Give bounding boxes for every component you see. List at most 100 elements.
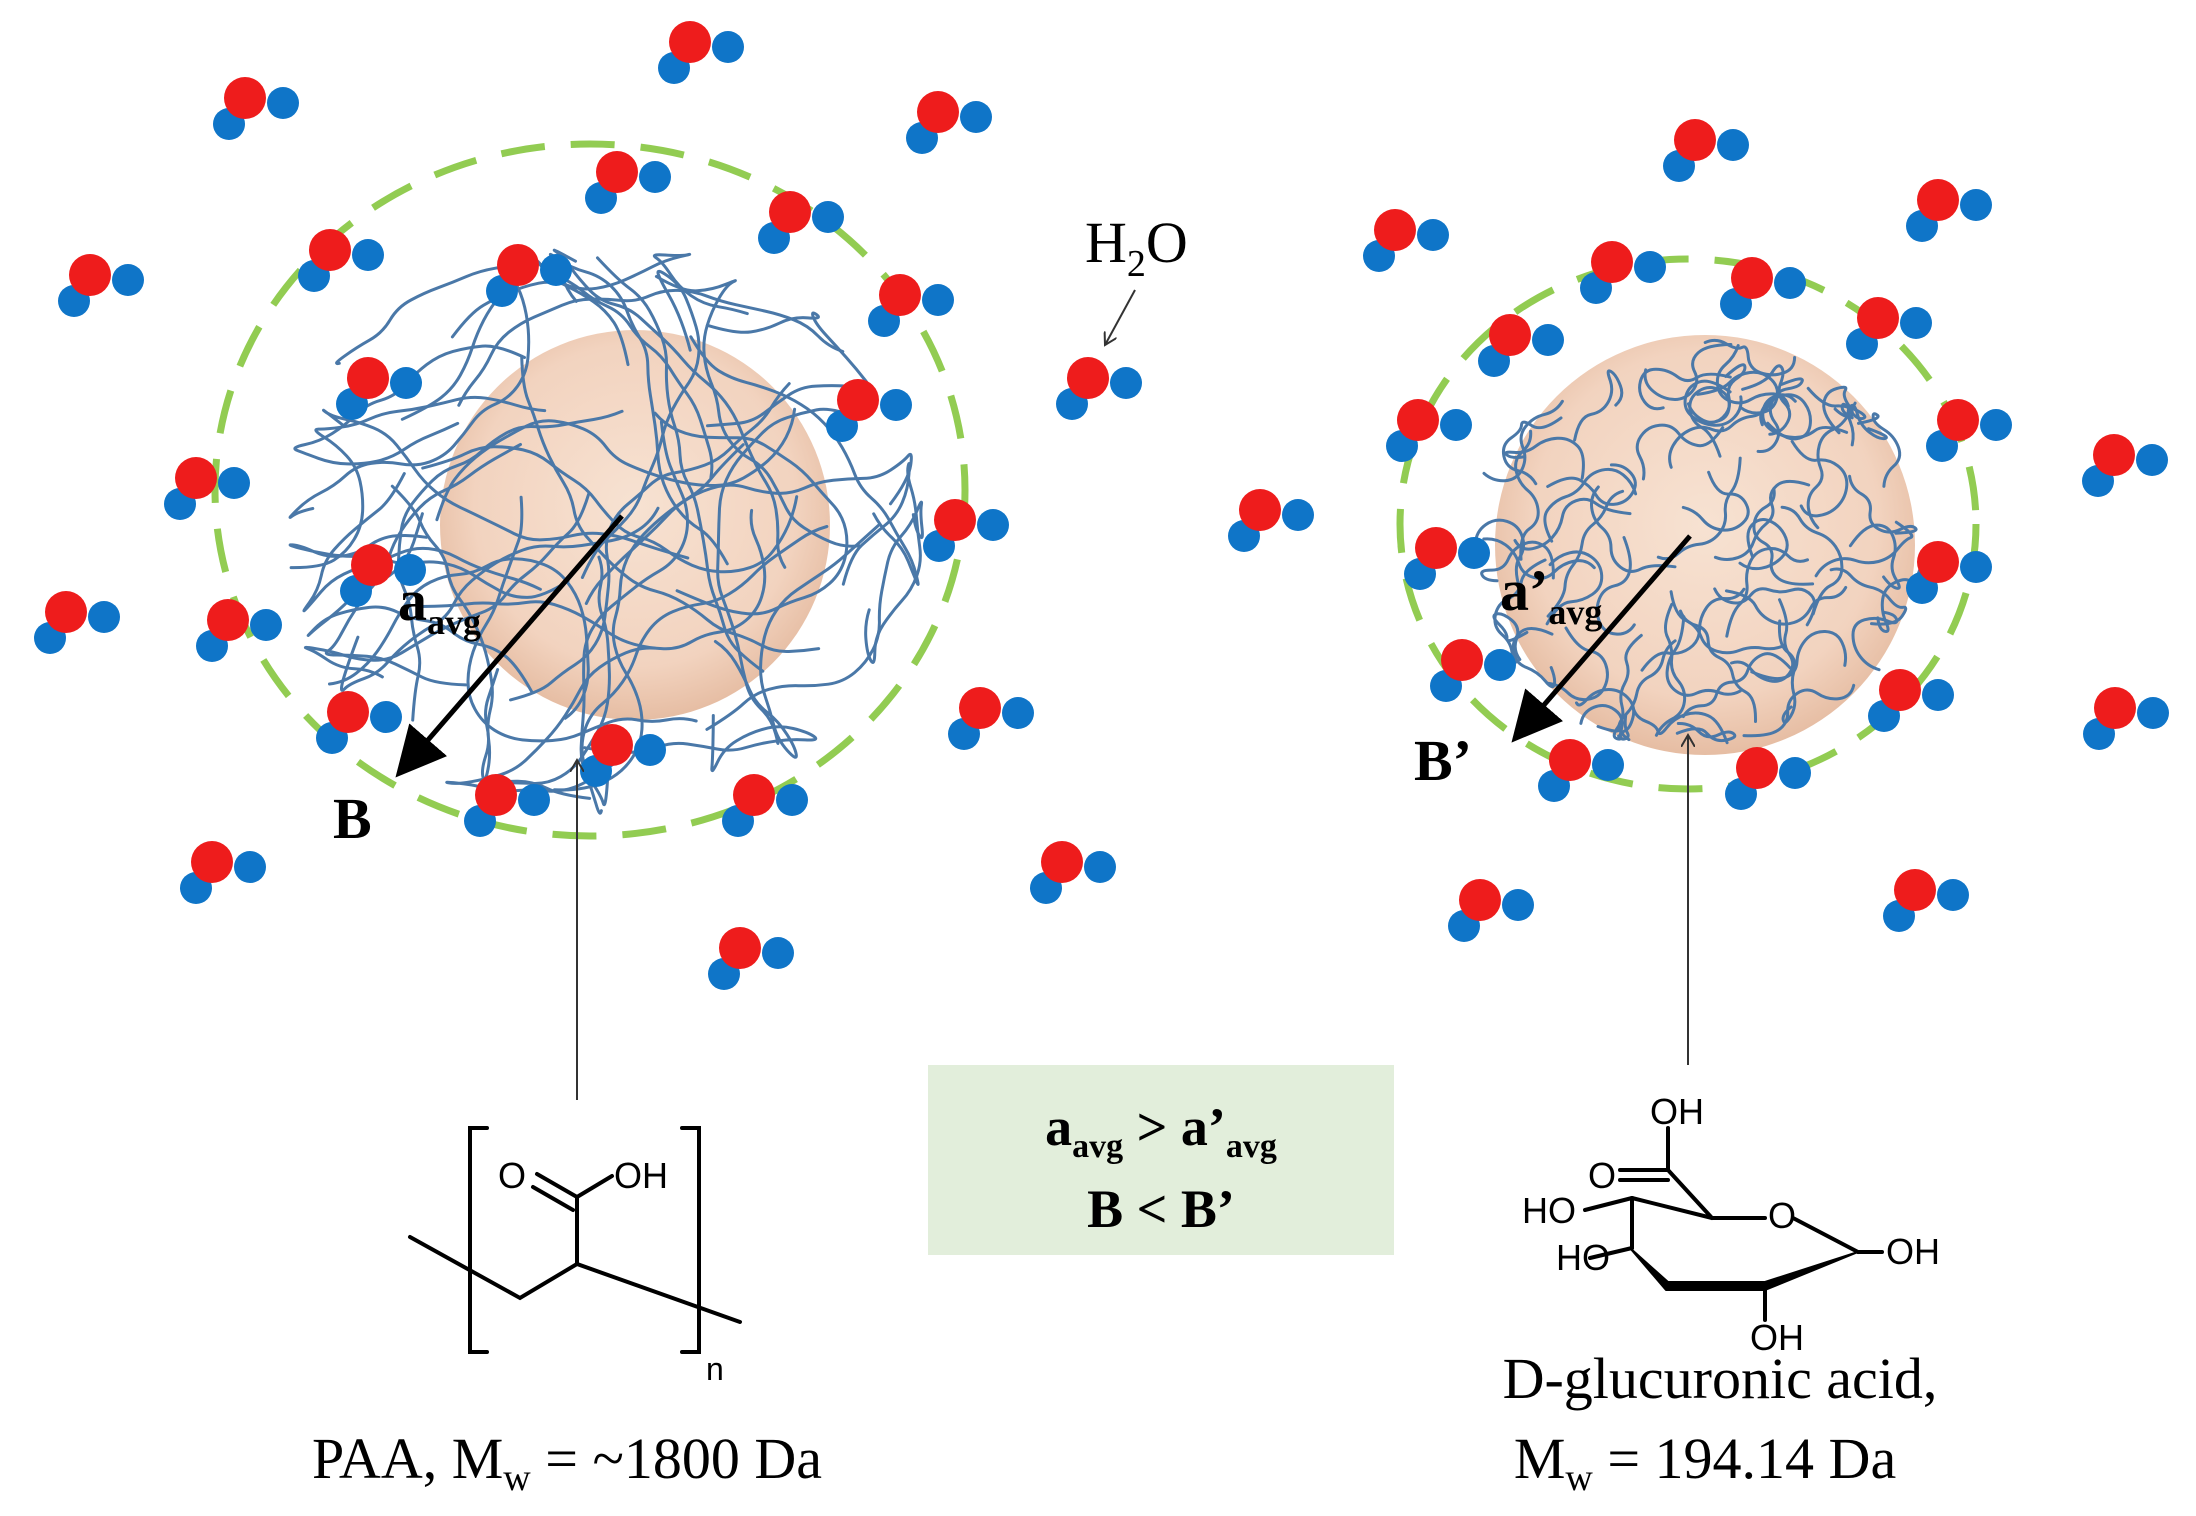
gluc-acid-oh: OH xyxy=(1650,1091,1704,1132)
oxygen-atom xyxy=(2094,687,2136,729)
polymer-chain xyxy=(302,472,542,613)
polymer-chain xyxy=(1806,386,1867,421)
polymer-chain xyxy=(1493,558,1547,665)
polymer-chain xyxy=(1579,704,1630,741)
water-molecule xyxy=(213,77,299,140)
paa-co-bond-a xyxy=(535,1172,579,1199)
polymer-chain xyxy=(1681,652,1792,719)
hydrogen-atom xyxy=(352,239,384,271)
water-molecule xyxy=(1430,639,1516,702)
oxygen-atom xyxy=(879,274,921,316)
water-molecule xyxy=(1906,179,1992,242)
hydrogen-atom xyxy=(1779,757,1811,789)
water-label-pointer xyxy=(1105,289,1136,345)
polymer-chain xyxy=(654,275,861,548)
polymer-chain xyxy=(520,354,821,654)
water-molecule xyxy=(1538,739,1624,802)
polymer-chain xyxy=(1668,393,1779,469)
paa-co-bond-b xyxy=(531,1185,575,1212)
hydrogen-atom xyxy=(1110,367,1142,399)
paa-carbonyl-o: O xyxy=(498,1155,526,1196)
polymer-chain xyxy=(1742,683,1856,738)
polymer-chain xyxy=(1656,456,1742,561)
water-molecule xyxy=(1056,357,1142,420)
polymer-chain xyxy=(1575,688,1636,742)
hydrogen-atom xyxy=(1458,537,1490,569)
water-molecule xyxy=(868,274,954,337)
gluc-bond-ring-o-c1 xyxy=(1791,1216,1860,1254)
water-molecule xyxy=(1720,257,1806,320)
oxygen-atom xyxy=(1489,314,1531,356)
oxygen-atom xyxy=(1894,869,1936,911)
oxygen-atom xyxy=(1857,297,1899,339)
oxygen-atom xyxy=(1549,739,1591,781)
polymer-chain xyxy=(1631,703,1729,745)
polymer-chain xyxy=(1851,610,1899,672)
oxygen-atom xyxy=(1067,357,1109,399)
gluc-bold-front-bonds xyxy=(1629,1247,1859,1291)
paa-left-bracket xyxy=(468,1126,489,1354)
polymer-chain xyxy=(1482,399,1564,483)
hydrogen-atom xyxy=(712,31,744,63)
right-particle-core xyxy=(1495,335,1915,755)
hydrogen-atom xyxy=(112,264,144,296)
polymer-chain xyxy=(1573,369,1624,442)
hydrogen-atom xyxy=(639,161,671,193)
polymer-chain xyxy=(1829,567,1908,626)
polymer-chain xyxy=(1513,497,1632,551)
hydrogen-atom xyxy=(960,101,992,133)
left-radius-arrow xyxy=(395,514,624,778)
polymer-chain xyxy=(1752,487,1815,586)
hydrogen-atom xyxy=(1922,679,1954,711)
polymer-chain xyxy=(421,445,799,574)
hydrogen-atom xyxy=(977,509,1009,541)
hydrogen-atom xyxy=(1980,409,2012,441)
gluc-bond-c4-ho xyxy=(1583,1196,1634,1212)
polymer-chain xyxy=(390,484,500,782)
oxygen-atom xyxy=(69,254,111,296)
polymer-chain xyxy=(435,407,797,522)
hydrogen-atom xyxy=(518,784,550,816)
polymer-chain xyxy=(1654,602,1687,737)
paa-repeat-n: n xyxy=(706,1351,724,1387)
gluc-oh-bottom: OH xyxy=(1750,1317,1804,1358)
hydrogen-atom xyxy=(634,734,666,766)
polymer-chain xyxy=(1545,550,1604,626)
polymer-chain xyxy=(1725,547,1809,638)
polymer-chain xyxy=(1688,386,1731,458)
oxygen-atom xyxy=(1879,669,1921,711)
hydrogen-atom xyxy=(267,87,299,119)
water-molecule xyxy=(2082,434,2168,497)
hydrogen-atom xyxy=(922,284,954,316)
polymer-chain xyxy=(1612,633,1643,741)
oxygen-atom xyxy=(327,691,369,733)
polymer-chain xyxy=(653,411,849,616)
oxygen-atom xyxy=(1239,489,1281,531)
oxygen-atom xyxy=(733,774,775,816)
water-molecule xyxy=(658,21,744,84)
oxygen-atom xyxy=(959,687,1001,729)
oxygen-atom xyxy=(669,21,711,63)
oxygen-atom xyxy=(1917,179,1959,221)
comparison-box-background xyxy=(928,1065,1394,1255)
hydrogen-atom xyxy=(370,701,402,733)
hydrogen-atom xyxy=(250,609,282,641)
oxygen-atom xyxy=(475,774,517,816)
polymer-chain xyxy=(466,495,698,743)
hydrogen-atom xyxy=(1502,889,1534,921)
glucuronic-caption-line-1: D-glucuronic acid, xyxy=(1503,1346,1938,1411)
gluc-bond-c5-acid xyxy=(1666,1168,1714,1220)
polymer-chain xyxy=(1589,485,1677,573)
water-molecule xyxy=(340,544,426,607)
oxygen-atom xyxy=(309,229,351,271)
hydrogen-atom xyxy=(1774,267,1806,299)
hydrogen-atom xyxy=(1417,219,1449,251)
oxygen-atom xyxy=(207,599,249,641)
gluc-bond-c4-c5 xyxy=(1630,1196,1714,1220)
water-molecule xyxy=(585,151,671,214)
polymer-chain xyxy=(1780,505,1844,616)
water-molecules xyxy=(34,21,2169,990)
polymer-chain xyxy=(1848,523,1901,590)
water-molecule xyxy=(1448,879,1534,942)
water-molecule xyxy=(1404,527,1490,590)
